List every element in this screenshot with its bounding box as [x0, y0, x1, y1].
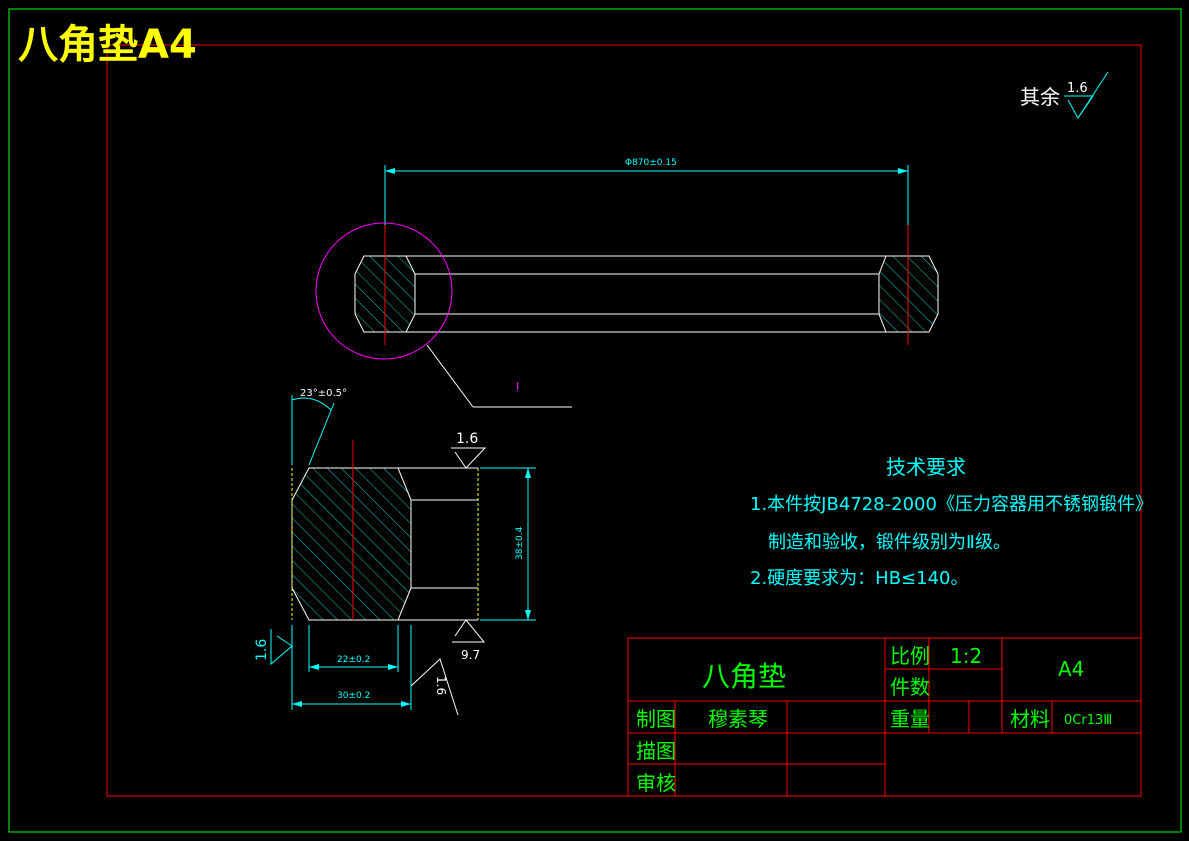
detail-label: I — [516, 380, 519, 393]
dim-diameter: Φ870±0.15 — [625, 158, 677, 168]
title-block-material-label: 材料 — [1010, 707, 1050, 731]
title-block-check-label: 审核 — [636, 771, 676, 795]
inner-frame — [106, 44, 1142, 797]
roughness-bottom-right: 1.6 — [434, 676, 448, 695]
title-block-part-name: 八角垫 — [702, 660, 786, 693]
title-block-drawn-label: 制图 — [636, 707, 676, 731]
roughness-other-prefix: 其余 — [1020, 85, 1060, 109]
title-block-trace-label: 描图 — [636, 739, 676, 763]
title-block-qty-label: 件数 — [890, 675, 930, 699]
outer-frame — [8, 8, 1182, 833]
dim-inner-width: 22±0.2 — [337, 655, 370, 665]
title-block-weight-label: 重量 — [890, 707, 930, 731]
dim-angle: 23°±0.5° — [300, 388, 347, 399]
title-block-drawn-by: 穆素琴 — [708, 707, 768, 731]
title-block-material-value: 0Cr13Ⅲ — [1064, 713, 1112, 728]
drawing-title: 八角垫A4 — [18, 22, 197, 68]
title-block: 八角垫 比例 1:2 件数 A4 制图 穆素琴 重量 材料 0Cr13Ⅲ 描图 … — [627, 637, 1142, 797]
technical-requirements: 技术要求 1.本件按JB4728-2000《压力容器用不锈钢锻件》 制造和验收，… — [750, 455, 1153, 589]
detail-circle — [315, 222, 453, 360]
dim-height: 38±0.4 — [515, 526, 525, 560]
title-block-scale-label: 比例 — [890, 644, 930, 668]
ring-section-view: Φ870±0.15 I — [315, 158, 939, 408]
dim-total-width: 30±0.2 — [337, 691, 370, 701]
detail-view: 23°±0.5° 1.6 38±0.4 1.6 9.7 1.6 22±0.2 — [254, 388, 536, 716]
roughness-top: 1.6 — [456, 431, 478, 447]
roughness-other-symbol: 其余 1.6 — [1020, 71, 1109, 119]
requirement-line-3: 2.硬度要求为：HB≤140。 — [750, 568, 969, 589]
title-block-scale-value: 1:2 — [950, 644, 982, 668]
requirements-heading: 技术要求 — [886, 455, 966, 479]
roughness-left: 1.6 — [254, 639, 270, 661]
requirement-line-1: 1.本件按JB4728-2000《压力容器用不锈钢锻件》 — [750, 494, 1153, 515]
requirement-line-2: 制造和验收，锻件级别为Ⅱ级。 — [768, 532, 1011, 553]
title-block-format: A4 — [1058, 657, 1084, 681]
roughness-bottom: 9.7 — [461, 648, 480, 662]
roughness-other-value: 1.6 — [1067, 81, 1088, 96]
